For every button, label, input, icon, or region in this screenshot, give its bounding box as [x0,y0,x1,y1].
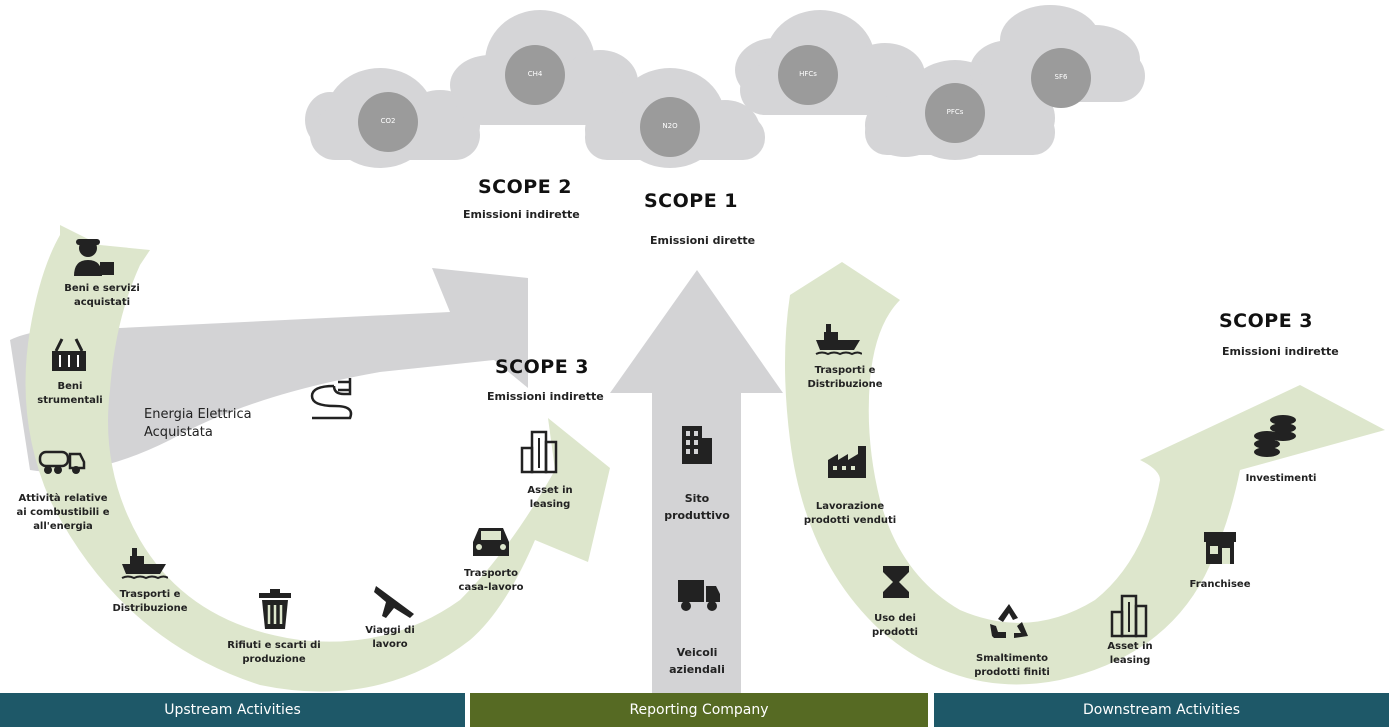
gas-label-n2o: N2O [662,122,678,130]
shop-icon [1204,532,1236,564]
coins-icon [1254,415,1296,457]
gas-circles [358,45,1091,157]
scope2-subtitle: Emissioni indirette [463,208,580,221]
upstream-item-goods: Beni e servizi acquistati [64,283,140,308]
trash-icon [259,589,291,629]
scope2-energy-arrow [10,268,528,472]
factory-icon [828,446,866,478]
downstream-item-investments: Investimenti [1245,473,1317,484]
buildings-icon [520,430,558,474]
ship-icon [815,324,862,356]
emissions-clouds [305,5,1145,168]
scope3-upstream-subtitle: Emissioni indirette [487,390,604,403]
office-building-icon [682,426,712,464]
basket-icon [52,338,86,371]
upstream-item-transport: Trasporti e Distribuzione [112,589,188,614]
gas-circle-co2 [358,92,418,152]
gas-circle-pfcs [925,83,985,143]
product-icon [883,566,909,598]
downstream-activities-bar: Downstream Activities [934,693,1389,727]
tanker-truck-icon [38,450,86,474]
downstream-item-franchisee: Franchisee [1189,579,1251,590]
energy-label: Energia Elettrica Acquistata [144,407,252,440]
downstream-item-transport: Trasporti e Distribuzione [807,365,883,390]
upstream-item-waste: Rifiuti e scarti di produzione [227,640,321,665]
scope1-subtitle: Emissioni dirette [650,234,756,247]
gas-label-co2: CO2 [380,117,396,125]
downstream-item-disposal: Smaltimento prodotti finiti [974,653,1050,678]
cloud-3 [585,68,765,168]
gas-label-sf6: SF6 [1054,73,1068,81]
upstream-item-capital-goods: Beni strumentali [37,381,103,406]
scope3-downstream-subtitle: Emissioni indirette [1222,345,1339,358]
gas-circle-n2o [640,97,700,157]
upstream-item-commuting: Trasporto casa-lavoro [458,568,524,593]
reporting-company-bar: Reporting Company [470,693,928,727]
upstream-activities-bar: Upstream Activities [0,693,465,727]
gas-label-ch4: CH4 [527,70,543,78]
downstream-item-processing: Lavorazione prodotti venduti [803,501,897,526]
plane-icon [374,586,414,618]
recycle-icon [990,604,1028,638]
gas-label-pfcs: PFCs [946,108,964,116]
ship-icon [121,548,168,580]
downstream-item-leased-assets: Asset in leasing [1107,641,1153,666]
upstream-item-business-travel: Viaggi di lavoro [365,625,415,650]
company-item-vehicles: Veicoli aziendali [669,646,725,676]
scope2-title: SCOPE 2 [478,176,573,198]
scope1-title: SCOPE 1 [644,190,739,212]
plug-icon [310,378,353,420]
gas-label-hfcs: HFCs [799,70,817,78]
scope3-upstream-title: SCOPE 3 [495,356,590,378]
truck-icon [678,580,720,611]
upstream-item-leased-assets: Asset in leasing [527,485,573,510]
company-item-site: Sito produttivo [664,492,730,522]
scope3-downstream-title: SCOPE 3 [1219,310,1314,332]
gas-circle-hfcs [778,45,838,105]
gas-circle-ch4 [505,45,565,105]
upstream-item-fuel-energy: Attività relative ai combustibili e all'… [16,493,110,532]
downstream-green-arrow [785,262,1385,685]
gas-circle-sf6 [1031,48,1091,108]
worker-icon [74,239,114,276]
car-icon [473,528,509,556]
buildings-icon [1110,594,1148,638]
scope1-vertical-arrow [610,270,783,693]
downstream-item-use: Uso dei prodotti [872,613,918,638]
